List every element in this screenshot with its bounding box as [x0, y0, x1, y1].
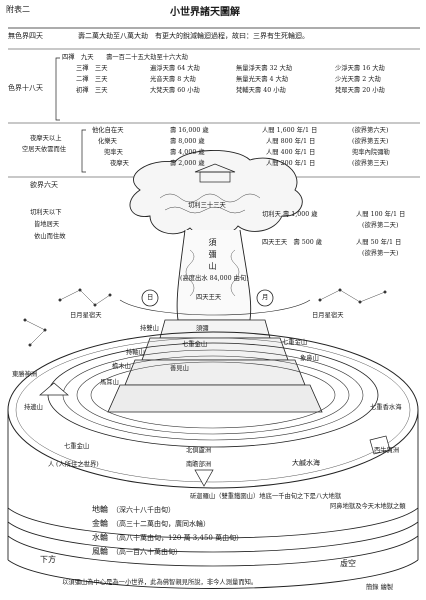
desire-row-1-name: 化樂天: [98, 138, 117, 145]
great-salt-ocean: 大鹹水海: [292, 459, 320, 467]
form-row-1-a: 三禪 三天: [76, 65, 108, 72]
trayastrimsa-day: 人間 100 年/1 日: [356, 211, 406, 218]
desire-row-1-life: 壽 8,000 歲: [170, 138, 205, 145]
layer-1-desc: （高三十二萬由旬，廣同水輪）: [112, 520, 210, 528]
desire-row-1-note: (欲界第五天): [352, 138, 389, 145]
trayastrimsa-note: (欲界第二天): [362, 222, 399, 229]
mountain-shanjian: 善見山: [170, 365, 189, 372]
credit: 簡錄 繪製: [366, 584, 394, 591]
layer-1-name: 金輪: [92, 519, 108, 528]
desire-six-label: 欲界六天: [30, 181, 58, 189]
meru-vertical-label: 須彌山: [208, 238, 217, 274]
form-realm-label: 色界十八天: [8, 84, 43, 92]
desire-side-2: 空居天依雲而住: [22, 146, 67, 153]
formless-label: 無色界四天: [8, 32, 43, 40]
desire-row-0-name: 他化自在天: [92, 127, 124, 134]
mountain-chishuang: 持雙山: [140, 325, 159, 332]
human-label: 人: [48, 461, 55, 468]
formless-text: 壽二萬大劫至八萬大劫 有更大的銳減輪迴過程，故曰：三界有生死輪迴。: [78, 32, 309, 40]
layer-2-name: 水輪: [92, 533, 108, 542]
layer-2-desc: （高八十萬由旬，120 萬 3,450 萬由旬）: [112, 534, 244, 542]
bottom-left-label: 下方: [40, 555, 56, 564]
void-label: 虛空: [340, 559, 356, 568]
form-row-2-d: 少光天壽 2 大劫: [335, 76, 381, 83]
mountain-qijin-1: 七重金山: [182, 341, 208, 348]
desire-row-3-name: 夜摩天: [110, 160, 129, 167]
desire-row-0-life: 壽 16,000 歲: [170, 127, 209, 134]
mountain-chibian: 持邊山: [24, 404, 43, 411]
mountain-yanmu: 檐木山: [112, 363, 131, 370]
form-row-3-c: 梵輔天壽 40 小劫: [236, 87, 286, 94]
form-row-1-b: 遍淨天壽 64 大劫: [150, 65, 200, 72]
desire-row-0-day: 人間 1,600 年/1 日: [262, 127, 318, 134]
mountain-zhizhou: 持軸山: [126, 349, 145, 356]
stars-label-right: 日月星宿天: [312, 312, 344, 319]
mountain-qijin-3: 七重金山: [64, 443, 90, 450]
moon-label: 月: [262, 294, 269, 301]
layer-0-desc: （深六十八千由旬）: [112, 506, 175, 514]
form-row-3-a: 初禪 三天: [76, 87, 108, 94]
dongsheng-continent: 東勝神洲: [12, 371, 38, 378]
caption: 以須彌山為中心是為一小世界，此為佛智親見所說，非今人測量而知。: [62, 579, 258, 586]
nanzhan-continent: 南瞻部洲: [186, 461, 212, 468]
mountain-xumi-side: 須彌: [196, 325, 209, 332]
desire-six-line-1: 切利天以下: [30, 209, 62, 216]
iron-ring-label: 斫迦羅山（雙重鐵圍山）地底一千由旬之下是八大地獄: [190, 493, 342, 500]
iron-ring-label-2: 阿鼻地獄及今天木地獄之類: [330, 503, 406, 510]
four-kings-day: 人間 50 年/1 日: [356, 239, 402, 246]
meru-height: (高度出水 84,000 由旬): [180, 275, 249, 282]
xiniu-continent: 西牛賀洲: [374, 447, 400, 454]
desire-row-1-day: 人間 800 年/1 日: [266, 138, 316, 145]
desire-side-1: 夜摩天以上: [30, 135, 62, 142]
desire-row-3-note: (欲界第三天): [352, 160, 389, 167]
beiju-continent: 北俱盧洲: [186, 447, 212, 454]
human-world: (人所住之世界): [56, 461, 99, 468]
desire-row-3-day: 人間 200 年/1 日: [266, 160, 316, 167]
desire-row-2-day: 人間 400 年/1 日: [266, 149, 316, 156]
four-kings-note: (欲界第一天): [362, 250, 399, 257]
form-row-2-a: 二禪 三天: [76, 76, 108, 83]
layer-0-name: 地輪: [92, 505, 108, 514]
desire-row-3-life: 壽 2,000 歲: [170, 160, 205, 167]
layer-3-name: 風輪: [92, 547, 108, 556]
stars-label-left: 日月星宿天: [70, 312, 102, 319]
form-row-2-b: 光音天壽 8 大劫: [150, 76, 196, 83]
fragrant-sea: 七重香水海: [370, 404, 402, 411]
appendix-label: 附表二: [6, 5, 30, 14]
mountain-ma-er: 馬耳山: [100, 379, 119, 386]
layer-3-desc: （高一百六十萬由旬）: [112, 548, 182, 556]
desire-six-line-3: 依山而住故: [34, 233, 66, 240]
trayastrimsa-name: 切利三十三天: [188, 202, 226, 209]
desire-row-0-note: (欲界第六天): [352, 127, 389, 134]
form-row-3-d: 梵眾天壽 20 小劫: [335, 87, 385, 94]
sun-label: 日: [147, 294, 154, 301]
four-kings-heaven: 四天王天: [196, 294, 222, 301]
four-kings-life: 四天王天 壽 500 歲: [262, 239, 323, 246]
mountain-xiangbi: 象鼻山: [300, 355, 319, 362]
desire-row-2-life: 壽 4,000 歲: [170, 149, 205, 156]
page-title: 小世界諸天圖解: [170, 7, 240, 18]
form-row-1-c: 無量淨天壽 32 大劫: [236, 65, 293, 72]
desire-row-2-note: 兜率內院彌勒: [352, 149, 390, 156]
form-row-2-c: 無量光天壽 4 大劫: [236, 76, 289, 83]
desire-six-line-2: 皆地居天: [34, 221, 60, 228]
form-row-3-b: 大梵天壽 60 小劫: [150, 87, 200, 94]
desire-row-2-name: 兜率天: [104, 149, 123, 156]
form-row-1-d: 少淨天壽 16 大劫: [335, 65, 385, 72]
form-row-0: 四禪 九天 壽一百二十五大劫至十六大劫: [62, 54, 188, 61]
trayastrimsa-life: 切利天 壽 1,000 歲: [262, 211, 318, 218]
mountain-qijin-2: 七重金山: [282, 339, 308, 346]
